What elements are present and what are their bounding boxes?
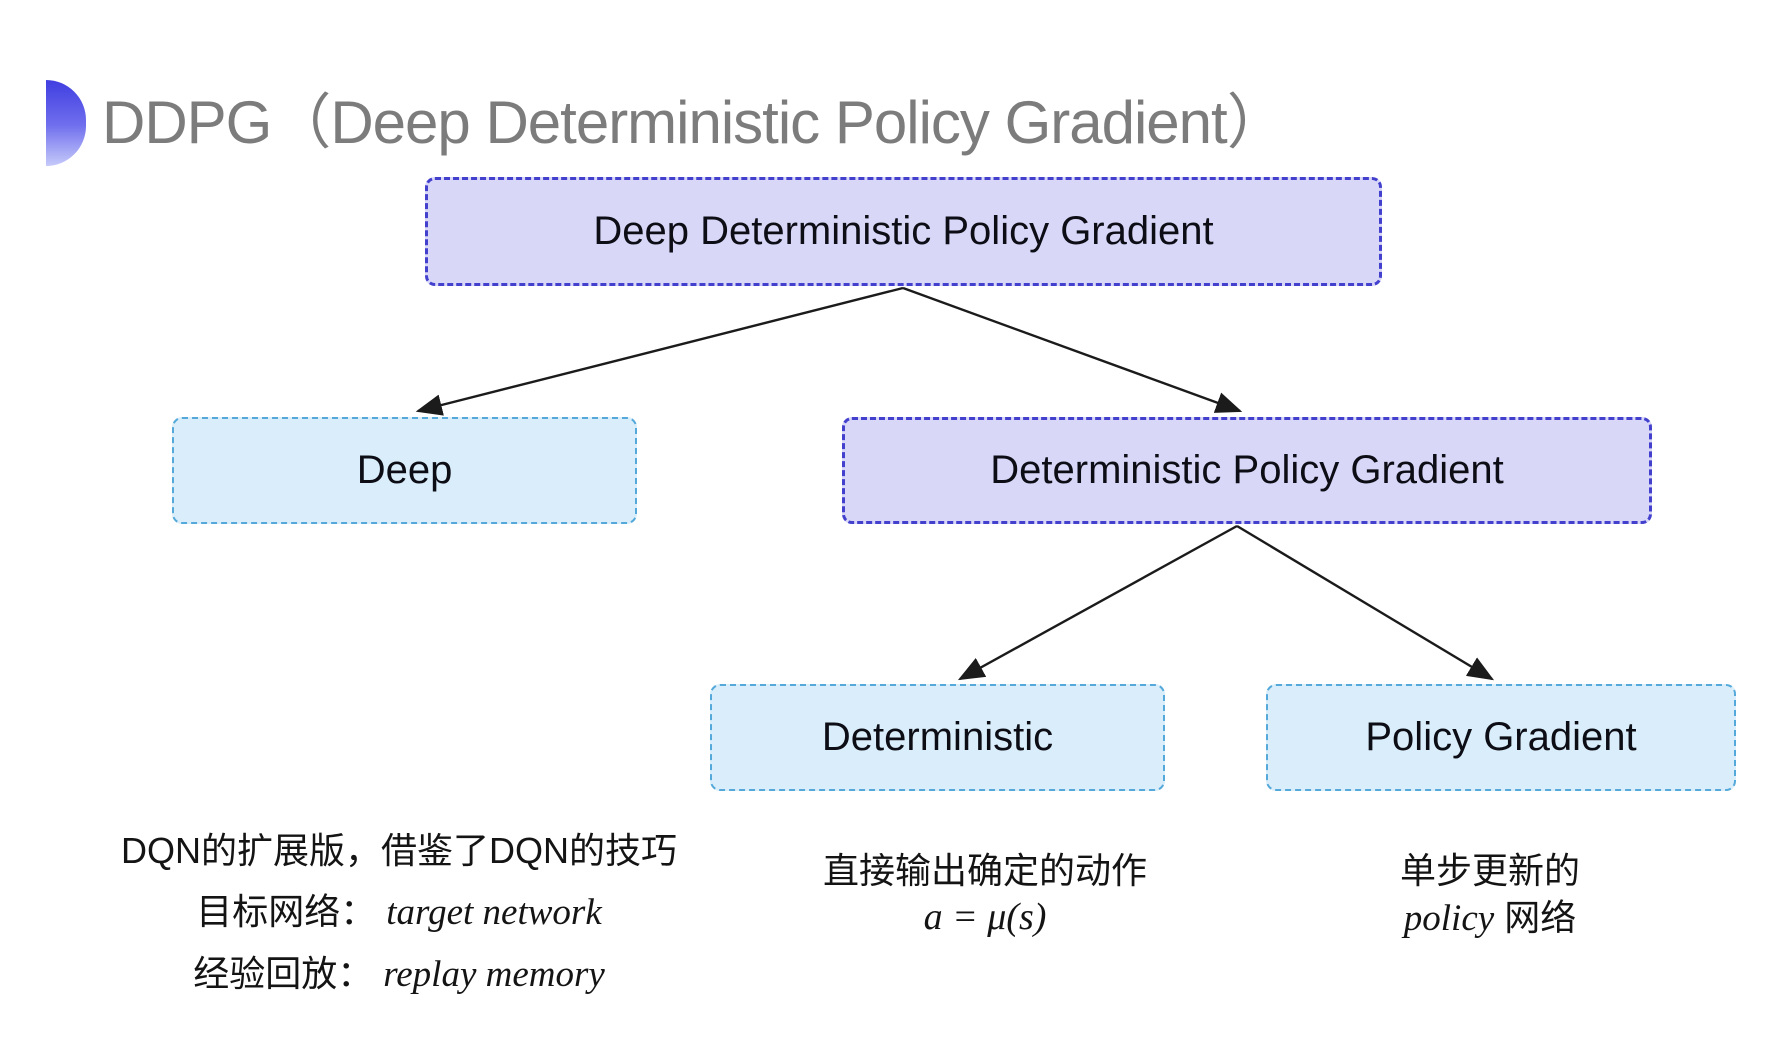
- page-title: DDPG（Deep Deterministic Policy Gradient）: [102, 89, 1287, 156]
- note-policy-gradient-line2: policy 网络: [1240, 894, 1740, 942]
- node-deterministic-policy-gradient: Deterministic Policy Gradient: [842, 417, 1652, 524]
- note-deep: DQN的扩展版，借鉴了DQN的技巧 目标网络： target network 经…: [99, 820, 699, 1005]
- note-deep-line3: 经验回放： replay memory: [99, 943, 699, 1005]
- note-policy-gradient-line2-suffix: 网络: [1504, 897, 1577, 938]
- note-policy-gradient-line1: 单步更新的: [1399, 850, 1580, 891]
- note-deep-line2-label: 目标网络：: [196, 891, 377, 932]
- blue-semicircle-icon: [46, 80, 86, 166]
- note-deep-line2-value: target network: [386, 892, 602, 933]
- note-deep-line3-value: replay memory: [383, 954, 605, 995]
- note-policy-gradient-line2-word: policy: [1403, 898, 1495, 939]
- note-deterministic-line1: 直接输出确定的动作: [822, 850, 1147, 891]
- arrow-root-to-deep: [415, 286, 904, 416]
- arrow-dpg-to-det: [957, 524, 1238, 681]
- note-deep-line2: 目标网络： target network: [99, 881, 699, 943]
- note-deep-line3-label: 经验回放：: [193, 953, 374, 994]
- note-deep-line1: DQN的扩展版，借鉴了DQN的技巧: [121, 830, 677, 871]
- title-row: DDPG（Deep Deterministic Policy Gradient）: [46, 80, 1287, 166]
- arrow-dpg-to-pg: [1236, 524, 1495, 681]
- node-deterministic: Deterministic: [710, 684, 1165, 791]
- node-deep: Deep: [172, 417, 637, 524]
- node-deep-deterministic-policy-gradient: Deep Deterministic Policy Gradient: [425, 177, 1382, 286]
- note-policy-gradient: 单步更新的 policy 网络: [1240, 847, 1740, 942]
- node-policy-gradient: Policy Gradient: [1266, 684, 1736, 791]
- note-deterministic-formula: a = μ(s): [923, 896, 1047, 938]
- note-deterministic: 直接输出确定的动作 a = μ(s): [735, 847, 1235, 941]
- arrow-root-to-dpg: [902, 286, 1243, 413]
